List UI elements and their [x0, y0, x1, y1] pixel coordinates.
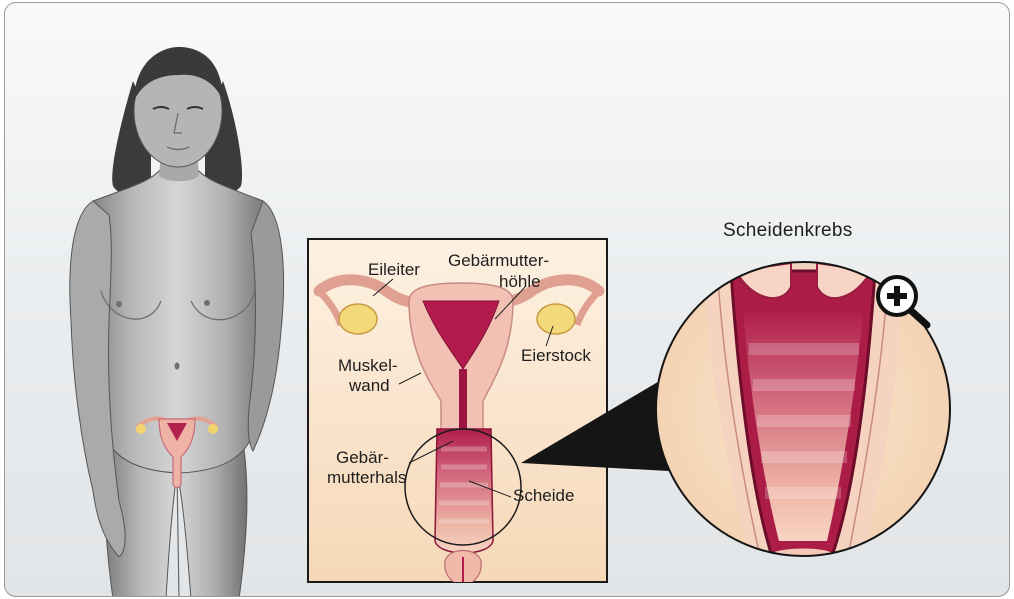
female-figure: [70, 47, 284, 596]
anatomy-inset: [308, 239, 607, 585]
label-muskelwand-line2: wand: [348, 376, 390, 395]
label-eileiter: Eileiter: [368, 260, 420, 279]
label-gebaermutterhals-line2: mutterhals: [327, 468, 406, 487]
label-scheide: Scheide: [513, 486, 574, 505]
label-gebaermutterhoehle-line2: höhle: [499, 272, 541, 291]
diagram-frame: Eileiter Gebärmutter- höhle Muskel- wand…: [4, 2, 1010, 597]
diagram-canvas: Eileiter Gebärmutter- höhle Muskel- wand…: [5, 3, 1009, 596]
diagram-title: Scheidenkrebs: [723, 220, 853, 241]
label-gebaermutterhoehle-line1: Gebärmutter-: [448, 251, 549, 270]
label-gebaermutterhals-line1: Gebär-: [336, 448, 389, 467]
label-muskelwand-line1: Muskel-: [338, 356, 398, 375]
label-eierstock: Eierstock: [521, 346, 591, 365]
